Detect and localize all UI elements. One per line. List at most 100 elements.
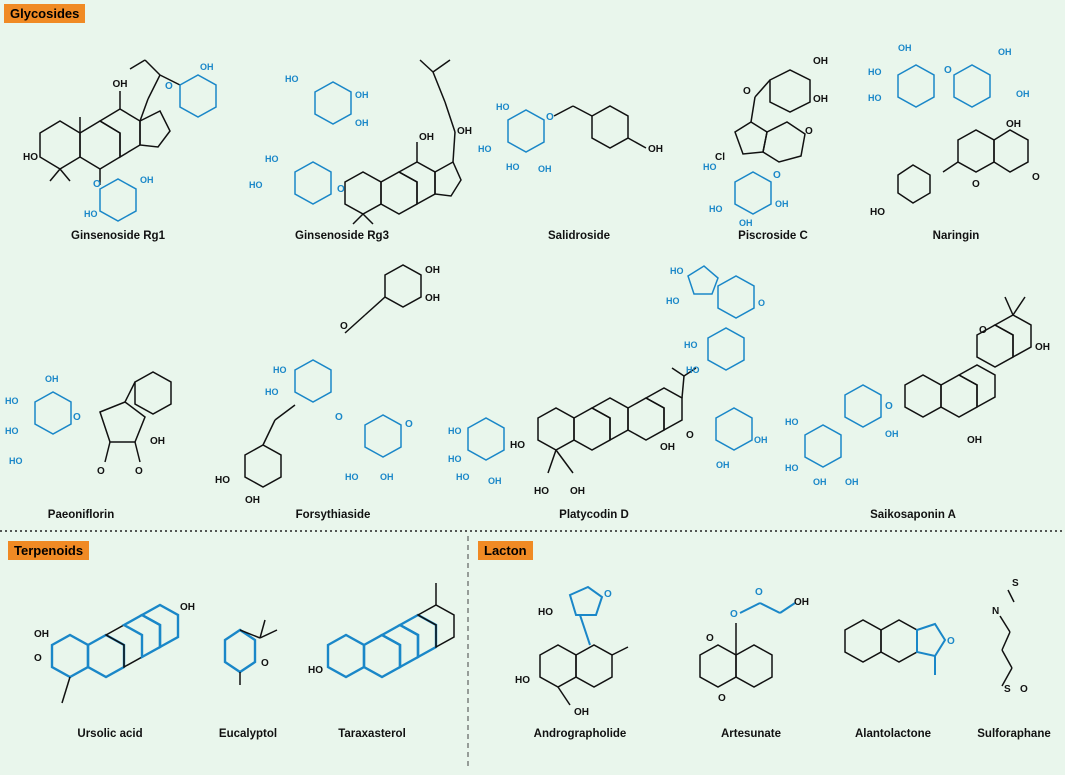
atom-ho: HO	[9, 456, 23, 466]
atom-oh: OH	[1006, 119, 1021, 130]
compound-label-platycodin-d: Platycodin D	[559, 509, 629, 521]
atom-ho: HO	[515, 675, 530, 686]
atom-oh: OH	[45, 374, 59, 384]
atom-o: O	[97, 466, 105, 477]
section-tag-glycosides: Glycosides	[4, 4, 86, 23]
compound-label-saikosaponin-a: Saikosaponin A	[870, 509, 956, 521]
atom-o: O	[337, 184, 345, 195]
atom-oh: OH	[813, 477, 827, 487]
atom-o: O	[743, 86, 751, 97]
atom-ho: HO	[215, 475, 230, 486]
atom-o: O	[944, 65, 952, 76]
atom-ho: HO	[5, 396, 19, 406]
structure-sulforaphane: S N S O	[992, 578, 1028, 695]
structure-piscroside-c: Cl O OH OH O O HO HO OH OH	[703, 56, 828, 227]
atom-ho: HO	[285, 74, 299, 84]
atom-oh: OH	[813, 94, 828, 105]
structure-salidroside: O HO HO HO OH OH	[478, 102, 663, 174]
compound-label-ursolic-acid: Ursolic acid	[77, 728, 143, 740]
atom-oh: OH	[355, 90, 369, 100]
compound-label-piscroside-c: Piscroside C	[738, 230, 808, 242]
atom-o: O	[340, 321, 348, 332]
atom-oh: OH	[660, 442, 675, 453]
atom-oh: OH	[574, 707, 589, 718]
atom-ho: HO	[709, 204, 723, 214]
atom-ho: HO	[308, 665, 323, 676]
atom-o: O	[1032, 172, 1040, 183]
compound-label-ginsenoside-rg1: Ginsenoside Rg1	[71, 230, 165, 242]
atom-ho: HO	[456, 472, 470, 482]
compound-label-sulforaphane: Sulforaphane	[977, 728, 1051, 740]
atom-o: O	[979, 325, 987, 336]
atom-ho: HO	[273, 365, 287, 375]
atom-oh: OH	[488, 476, 502, 486]
atom-o: O	[135, 466, 143, 477]
atom-oh: OH	[200, 62, 214, 72]
atom-o: O	[730, 609, 738, 620]
structure-naringin: O HO HO OH OH OH OH O O HO	[868, 43, 1040, 218]
atom-oh: OH	[775, 199, 789, 209]
atom-oh: OH	[34, 629, 49, 640]
atom-ho: HO	[666, 296, 680, 306]
compound-label-naringin: Naringin	[932, 230, 980, 242]
compound-label-andrographolide: Andrographolide	[533, 728, 627, 740]
atom-ho: HO	[478, 144, 492, 154]
atom-oh: OH	[898, 43, 912, 53]
structure-ginsenoside-rg3: OH OH O HO HO OH OH HO	[249, 59, 472, 225]
atom-oh: OH	[457, 126, 472, 137]
atom-oh: OH	[967, 435, 982, 446]
atom-oh: OH	[538, 164, 552, 174]
atom-o: O	[706, 633, 714, 644]
structure-artesunate: O O OH O O	[699, 587, 809, 704]
atom-ho: HO	[448, 454, 462, 464]
atom-ho: HO	[496, 102, 510, 112]
atom-o: O	[546, 112, 554, 123]
atom-oh: OH	[425, 293, 440, 304]
compound-label-alantolactone: Alantolactone	[854, 728, 932, 740]
atom-oh: OH	[845, 477, 859, 487]
structure-ursolic-acid: OH OH O	[34, 602, 195, 704]
atom-oh: OH	[570, 486, 585, 497]
atom-s: S	[1004, 684, 1011, 695]
section-tag-terpenoids: Terpenoids	[8, 541, 90, 560]
atom-ho: HO	[249, 180, 263, 190]
atom-oh: OH	[380, 472, 394, 482]
atom-ho: HO	[23, 152, 38, 163]
atom-oh: OH	[813, 56, 828, 67]
atom-oh: OH	[245, 495, 260, 505]
atom-ho: HO	[686, 365, 700, 375]
structure-eucalyptol: O	[223, 619, 278, 685]
atom-s: S	[1012, 578, 1019, 589]
compound-label-taraxasterol: Taraxasterol	[338, 728, 406, 740]
atom-o: O	[604, 589, 612, 600]
atom-oh: OH	[140, 175, 154, 185]
section-tag-lacton: Lacton	[478, 541, 533, 560]
atom-ho: HO	[538, 607, 553, 618]
structure-platycodin-d: HO HO OH OH O HO HO HO OH OH OH HO HO O …	[448, 265, 768, 497]
atom-o: O	[1020, 684, 1028, 695]
atom-oh: OH	[754, 435, 768, 445]
structure-ginsenoside-rg1: OH HO O O OH OH HO	[23, 59, 217, 222]
atom-o: O	[947, 636, 955, 647]
atom-oh: OH	[1016, 89, 1030, 99]
atom-o: O	[805, 126, 813, 137]
atom-ho: HO	[448, 426, 462, 436]
compound-label-eucalyptol: Eucalyptol	[218, 728, 278, 740]
structure-andrographolide: O HO HO OH	[515, 585, 629, 718]
structure-taraxasterol: HO	[308, 583, 455, 679]
compound-label-salidroside: Salidroside	[548, 230, 610, 242]
atom-oh: OH	[1035, 342, 1050, 353]
atom-n: N	[992, 606, 999, 617]
atom-ho: HO	[670, 266, 684, 276]
compound-label-paeoniflorin: Paeoniflorin	[47, 509, 115, 521]
atom-ho: HO	[870, 207, 885, 218]
atom-oh: OH	[180, 602, 195, 613]
atom-o: O	[165, 81, 173, 92]
atom-ho: HO	[534, 486, 549, 497]
structure-forsythiaside: OH OH O HO OH HO HO O O HO OH	[215, 264, 440, 505]
atom-ho: HO	[265, 387, 279, 397]
atom-o: O	[686, 430, 694, 441]
atom-oh: OH	[998, 47, 1012, 57]
atom-oh: OH	[716, 460, 730, 470]
